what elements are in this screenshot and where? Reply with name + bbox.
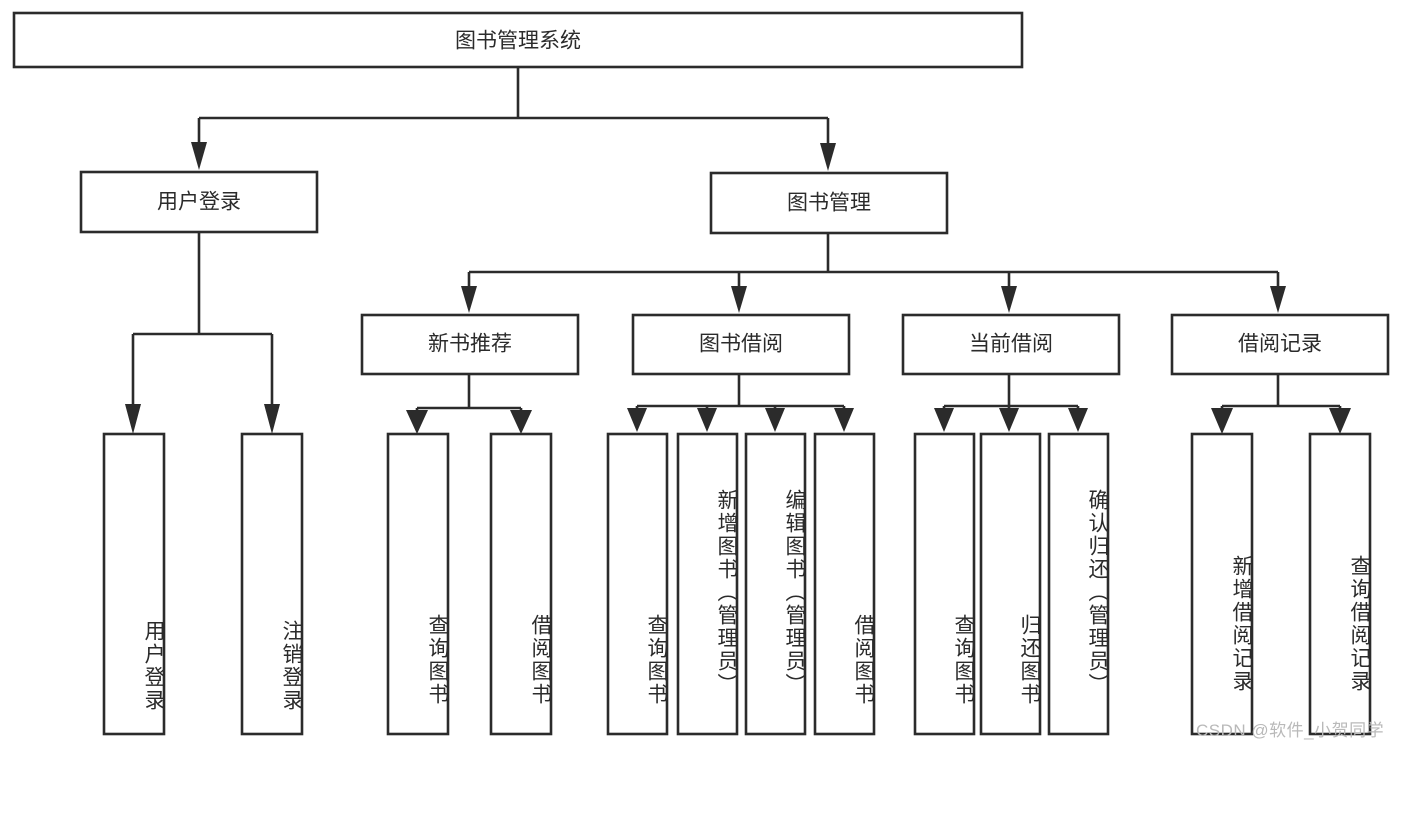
- node-book-mgmt-label: 图书管理: [787, 192, 871, 215]
- node-leaf-return-book-box[interactable]: [979, 432, 1042, 736]
- node-leaf-edit-book-box[interactable]: [744, 432, 807, 736]
- leaf-box-layer: [102, 432, 1372, 736]
- node-user-login-box[interactable]: [79, 170, 319, 234]
- node-leaf-add-record-box[interactable]: [1190, 432, 1254, 736]
- arrow-head-borrow-record: [1270, 286, 1286, 313]
- arrow-head-leaf-borrow-book-2: [834, 408, 854, 432]
- arrow-head-leaf-query-book-3: [934, 408, 954, 432]
- node-leaf-query-book-2-box[interactable]: [606, 432, 669, 736]
- node-borrow-record[interactable]: 借阅记录: [1170, 313, 1390, 376]
- arrow-head-leaf-edit-book: [765, 408, 785, 432]
- diagram-canvas: 图书管理系统 用户登录 图书管理 新书推荐 图书借阅 当前借阅 借阅记录: [12, 11, 1390, 736]
- arrow-head-leaf-add-record: [1211, 408, 1233, 434]
- node-leaf-borrow-book-2-box[interactable]: [813, 432, 876, 736]
- node-leaf-query-record-box[interactable]: [1308, 432, 1372, 736]
- node-leaf-confirm-return-box[interactable]: [1047, 432, 1110, 736]
- node-book-borrow[interactable]: 图书借阅: [631, 313, 851, 376]
- node-leaf-query-book-3-box[interactable]: [913, 432, 976, 736]
- node-book-borrow-label: 图书借阅: [699, 333, 783, 356]
- diagram-root: 图书管理系统 用户登录 图书管理 新书推荐 图书借阅 当前借阅 借阅记录: [12, 11, 1390, 740]
- node-root-box[interactable]: [12, 11, 1024, 69]
- node-leaf-borrow-book-1-box[interactable]: [489, 432, 553, 736]
- node-new-book-rec-label: 新书推荐: [428, 333, 512, 356]
- arrow-head-user-login: [191, 142, 207, 170]
- arrow-head-leaf-user-login: [125, 404, 141, 434]
- node-current-borrow[interactable]: 当前借阅: [901, 313, 1121, 376]
- arrow-head-current-borrow: [1001, 286, 1017, 313]
- arrow-head-leaf-confirm-return: [1068, 408, 1088, 432]
- node-borrow-record-label: 借阅记录: [1238, 333, 1322, 356]
- arrow-head-new-book-rec: [461, 286, 477, 313]
- arrow-head-leaf-query-record: [1329, 408, 1351, 434]
- connector-layer: [125, 67, 1351, 434]
- arrow-head-leaf-query-book-1: [406, 410, 428, 434]
- arrow-head-leaf-borrow-book-1: [510, 410, 532, 434]
- node-book-mgmt[interactable]: 图书管理: [709, 171, 949, 235]
- node-current-borrow-box[interactable]: [901, 313, 1121, 376]
- node-new-book-rec[interactable]: 新书推荐: [360, 313, 580, 376]
- node-root-label: 图书管理系统: [455, 30, 581, 53]
- node-new-book-rec-box[interactable]: [360, 313, 580, 376]
- csdn-watermark: CSDN @软件_小贺同学: [1196, 721, 1385, 740]
- node-root[interactable]: 图书管理系统: [12, 11, 1024, 69]
- arrow-head-leaf-add-book: [697, 408, 717, 432]
- node-leaf-query-book-1-box[interactable]: [386, 432, 450, 736]
- node-user-login-label: 用户登录: [157, 191, 241, 214]
- node-leaf-add-book-box[interactable]: [676, 432, 739, 736]
- node-leaf-user-login-box[interactable]: [102, 432, 166, 736]
- node-book-borrow-box[interactable]: [631, 313, 851, 376]
- node-current-borrow-label: 当前借阅: [969, 333, 1053, 356]
- arrow-head-leaf-return-book: [999, 408, 1019, 432]
- node-leaf-logout-box[interactable]: [240, 432, 304, 736]
- arrow-head-book-borrow: [731, 286, 747, 313]
- node-book-mgmt-box[interactable]: [709, 171, 949, 235]
- arrow-head-book-mgmt: [820, 143, 836, 171]
- node-user-login[interactable]: 用户登录: [79, 170, 319, 234]
- node-borrow-record-box[interactable]: [1170, 313, 1390, 376]
- arrow-head-leaf-logout: [264, 404, 280, 434]
- arrow-head-leaf-query-book-2: [627, 408, 647, 432]
